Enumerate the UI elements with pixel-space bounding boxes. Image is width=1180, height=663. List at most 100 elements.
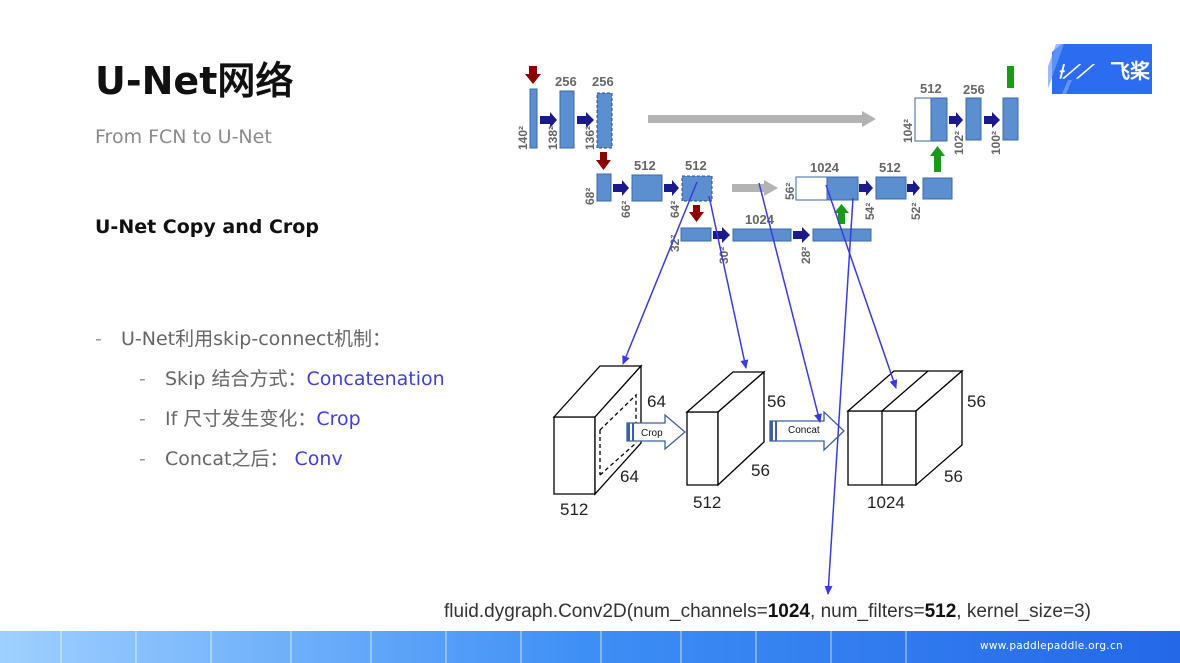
upconv-arrow-icon — [834, 204, 849, 224]
bullet-sub-1: -Skip 结合方式：Concatenation — [139, 364, 445, 391]
unet-layer — [875, 176, 907, 200]
unet-layer — [631, 174, 663, 202]
unet-label: 100² — [989, 131, 1003, 155]
code-filters: 512 — [924, 601, 957, 622]
unet-label: 64² — [668, 201, 682, 218]
block-dim-label: 512 — [560, 500, 588, 519]
block-concatenated — [846, 369, 964, 487]
block-dim-label: 64 — [647, 392, 666, 411]
unet-label: 54² — [863, 203, 877, 220]
unet-label: 256 — [963, 82, 985, 97]
block-dim-label: 56 — [967, 392, 986, 411]
unet-layer — [965, 97, 982, 141]
conv-arrow-icon — [664, 180, 679, 196]
unet-layer — [680, 227, 712, 242]
conv-arrow-icon — [949, 112, 963, 128]
pointer-arrow — [622, 181, 698, 365]
block-dim-label: 64 — [620, 467, 639, 486]
pointer-arrow — [708, 195, 749, 369]
unet-label: 102² — [952, 131, 966, 155]
upconv-arrow-icon — [930, 146, 945, 172]
block-crop-source — [552, 364, 643, 496]
unet-label: 32² — [668, 235, 682, 252]
unet-layer — [596, 173, 612, 202]
crop-arrow-icon: Crop — [626, 413, 687, 451]
pool-arrow-icon — [689, 205, 704, 222]
unet-architecture: 256 256 140² 138² 136² 512 512 68² 66² 6… — [516, 66, 1019, 264]
bullet-sub-highlight: Conv — [294, 448, 343, 470]
section-title: U-Net Copy and Crop — [95, 216, 319, 238]
skip-connection-arrow-icon — [648, 111, 876, 127]
block-dim-label: 512 — [693, 493, 721, 512]
code-prefix: fluid.dygraph.Conv2D(num_channels= — [444, 601, 768, 622]
unet-layer — [732, 228, 792, 242]
block-dim-label: 56 — [944, 467, 963, 486]
pointer-lines — [622, 181, 898, 595]
unet-label: 30² — [717, 247, 731, 264]
bullet-sub-text: Skip 结合方式： — [165, 368, 307, 390]
unet-label: 68² — [583, 188, 597, 205]
output-marker-icon — [1007, 66, 1014, 88]
bullet-sub-2: -If 尺寸发生变化：Crop — [139, 404, 361, 431]
unet-diagram: 256 256 140² 138² 136² 512 512 68² 66² 6… — [516, 66, 1019, 595]
logo-text: 飞桨 — [1110, 59, 1151, 83]
bullet-sub-text: If 尺寸发生变化： — [165, 408, 317, 430]
unet-layer — [812, 228, 872, 242]
pointer-arrow — [758, 182, 822, 423]
bullet-dash: - — [139, 448, 146, 470]
pointer-arrow — [824, 197, 854, 595]
unet-label: 52² — [909, 203, 923, 220]
unet-layer-copy — [914, 97, 932, 142]
code-suffix: , kernel_size=3) — [956, 601, 1091, 622]
page-subtitle: From FCN to U-Net — [95, 126, 272, 148]
skip-connection-arrow-icon — [732, 180, 778, 196]
conv-arrow-icon — [984, 112, 1000, 128]
bullet-dash: - — [139, 368, 146, 390]
block-cropped — [685, 370, 766, 487]
unet-layer — [596, 92, 613, 149]
footer-url: www.paddlepaddle.org.cn — [980, 640, 1123, 652]
bullet-dash: - — [95, 328, 102, 350]
pointer-arrow — [825, 184, 898, 389]
unet-layer — [922, 177, 953, 200]
unet-label: 256 — [592, 74, 614, 89]
unet-label: 1024 — [810, 160, 840, 175]
bullet-sub-text: Concat之后： — [165, 448, 295, 470]
unet-label: 512 — [634, 158, 656, 173]
conv-arrow-icon — [907, 180, 920, 196]
unet-layer-copy — [795, 176, 828, 201]
bullet-main-text: U-Net利用skip-connect机制： — [121, 328, 391, 350]
conv-arrow-icon — [577, 112, 594, 128]
unet-layer — [681, 175, 713, 202]
conv-arrow-icon — [793, 227, 810, 243]
bullet-main: -U-Net利用skip-connect机制： — [95, 324, 391, 351]
unet-label: 28² — [799, 247, 813, 264]
unet-label: 104² — [901, 119, 915, 143]
concat-arrow-icon: Concat — [769, 410, 845, 452]
unet-label: 140² — [516, 126, 530, 150]
bullet-sub-highlight: Concatenation — [306, 368, 445, 390]
unet-layer — [559, 90, 575, 149]
unet-label: 512 — [879, 160, 901, 175]
concat-label: Concat — [788, 425, 820, 436]
page-title: U-Net网络 — [95, 59, 294, 103]
conv2d-code: fluid.dygraph.Conv2D(num_channels=1024, … — [444, 601, 1091, 623]
bullet-sub-highlight: Crop — [316, 408, 361, 430]
paddle-glyph-icon: ⟊⟋⟋ — [1058, 61, 1096, 83]
bullet-sub-3: -Concat之后： Conv — [139, 444, 343, 471]
unet-layer — [1002, 97, 1019, 141]
crop-label: Crop — [641, 428, 663, 439]
block-dim-label: 56 — [751, 461, 770, 480]
conv-arrow-icon — [859, 180, 873, 196]
conv-arrow-icon — [613, 180, 629, 196]
unet-layer — [826, 176, 859, 201]
footer-bar — [0, 631, 1180, 663]
unet-label: 138² — [546, 126, 560, 150]
unet-layer — [930, 97, 948, 142]
paddle-logo: ⟊⟋⟋ 飞桨 — [1048, 44, 1152, 94]
bullet-dash: - — [139, 408, 146, 430]
pool-arrow-icon — [596, 152, 611, 170]
code-mid: , num_filters= — [810, 601, 925, 622]
conv-arrow-icon — [540, 112, 557, 128]
block-dim-label: 1024 — [867, 493, 905, 512]
